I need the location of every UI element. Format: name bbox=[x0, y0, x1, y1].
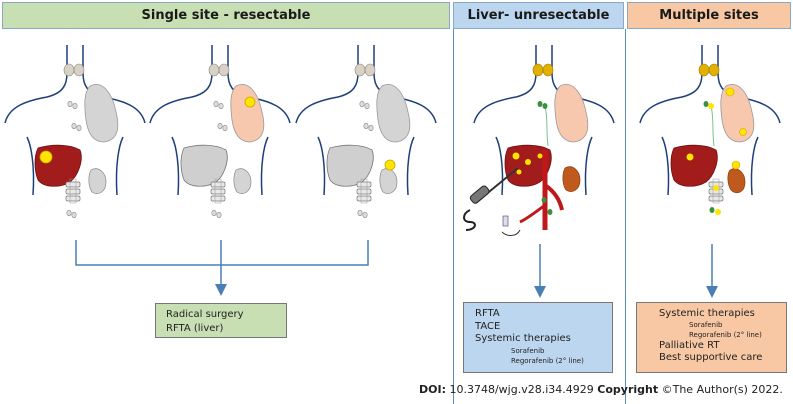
copyright-value: ©The Author(s) 2022. bbox=[661, 383, 783, 396]
drug-line: Regorafenib (2° line) bbox=[511, 356, 584, 365]
drug-line: Sorafenib bbox=[511, 346, 545, 355]
arrows bbox=[75, 240, 718, 298]
treatment-line: Palliative RT bbox=[659, 340, 720, 351]
divider-left bbox=[453, 29, 454, 404]
doi-label: DOI: bbox=[419, 383, 446, 396]
header-liver-unresectable: Liver- unresectable bbox=[453, 2, 624, 29]
divider-right bbox=[625, 29, 626, 404]
figure-4-liver-unresectable bbox=[463, 44, 615, 236]
liver-treatment-box: RFTA TACE Systemic therapies Sorafenib R… bbox=[463, 302, 613, 373]
doi-value: 10.3748/wjg.v28.i34.4929 bbox=[449, 383, 594, 396]
treatment-line: TACE bbox=[475, 320, 501, 332]
header-single-site: Single site - resectable bbox=[2, 2, 450, 29]
treatment-line: Best supportive care bbox=[659, 352, 763, 363]
figure-5-multiple-sites bbox=[639, 44, 781, 215]
drug-line: Sorafenib bbox=[689, 321, 723, 329]
figure-3-adrenal-lesion bbox=[295, 44, 437, 219]
treatment-line: Radical surgery bbox=[166, 309, 244, 320]
single-site-treatment-box: Radical surgery RFTA (liver) bbox=[155, 303, 287, 338]
treatment-line: RFTA (liver) bbox=[166, 323, 224, 334]
multiple-sites-treatment-box: Systemic therapies Sorafenib Regorafenib… bbox=[636, 302, 787, 373]
drug-line: Regorafenib (2° line) bbox=[689, 331, 762, 339]
figure-2-lung-lesion bbox=[149, 44, 291, 219]
footer-citation: DOI: 10.3748/wjg.v28.i34.4929 Copyright … bbox=[419, 383, 791, 396]
figure-1-liver-lesion bbox=[4, 44, 146, 219]
treatment-line: RFTA bbox=[475, 308, 500, 319]
treatment-line: Systemic therapies bbox=[475, 333, 571, 344]
treatment-line: Systemic therapies bbox=[659, 308, 755, 319]
header-multiple-sites: Multiple sites bbox=[627, 2, 791, 29]
copyright-label: Copyright bbox=[597, 383, 659, 396]
header-single-site-label: Single site - resectable bbox=[141, 8, 311, 23]
header-multiple-label: Multiple sites bbox=[659, 8, 759, 23]
header-liver-label: Liver- unresectable bbox=[467, 8, 610, 23]
